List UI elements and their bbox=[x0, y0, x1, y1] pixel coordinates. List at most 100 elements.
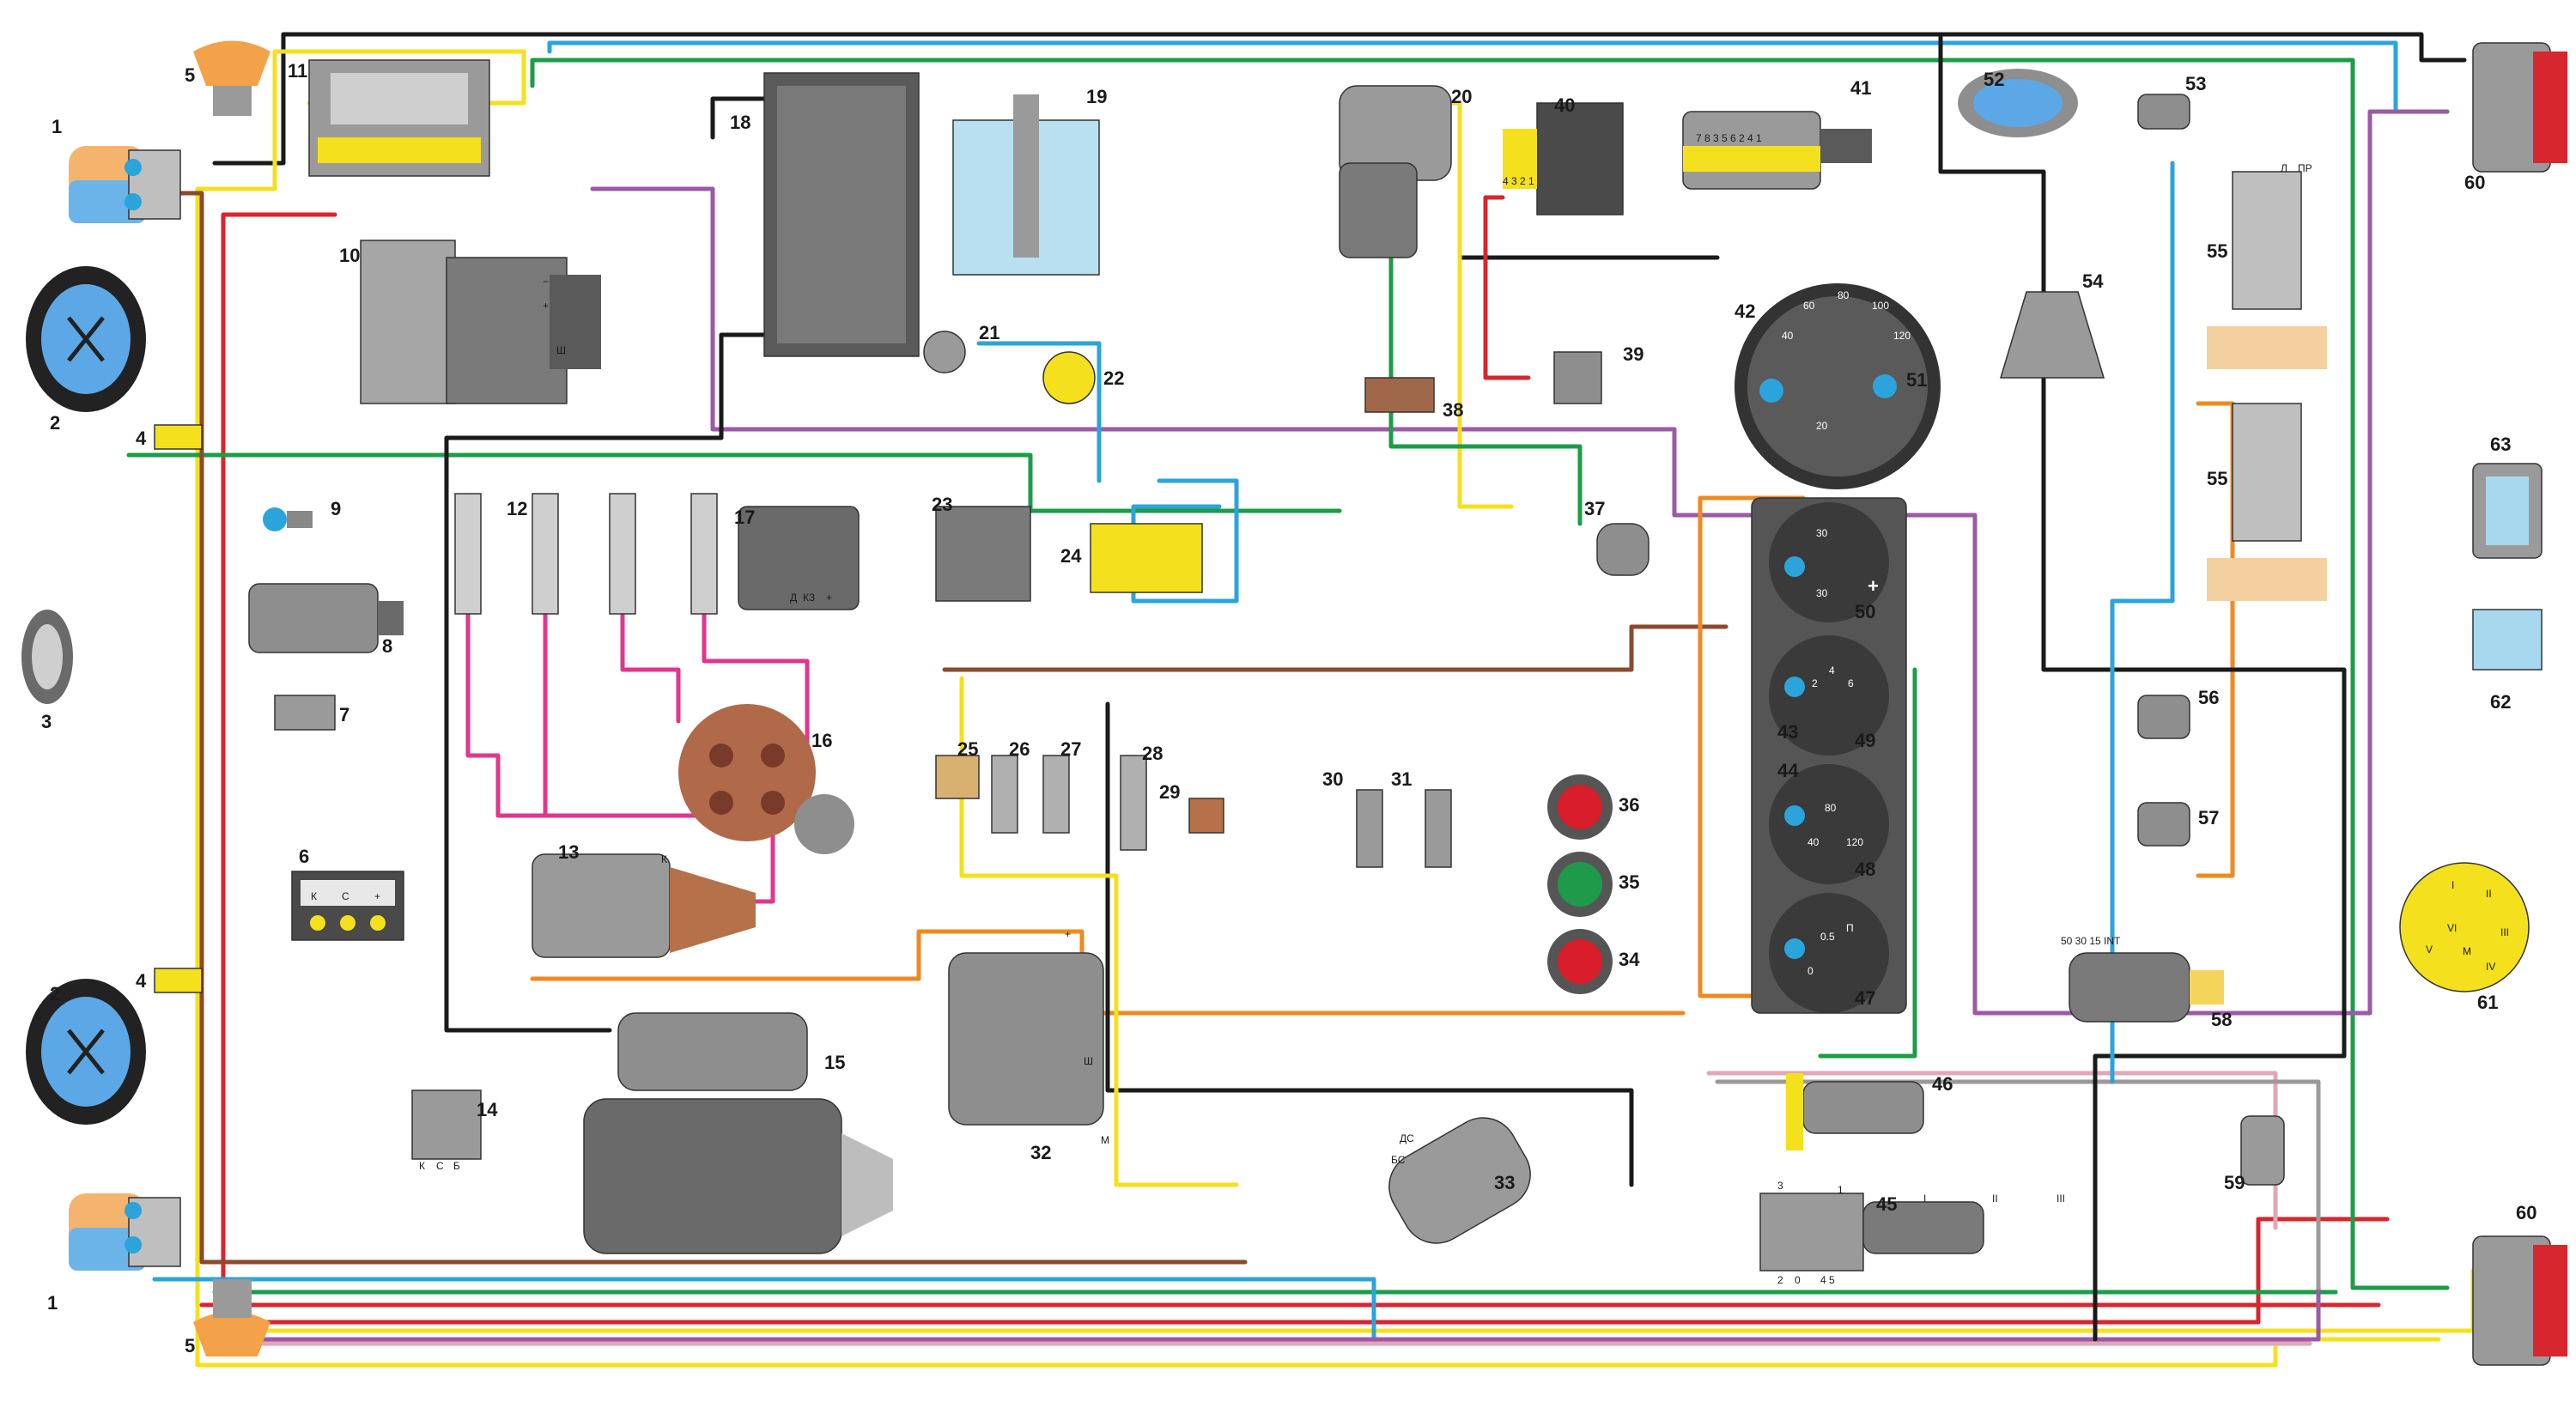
instrument-cluster bbox=[1751, 497, 1907, 1014]
label-5-top: 5 bbox=[185, 64, 195, 86]
ignition-switch-connector bbox=[2399, 862, 2530, 992]
reverse-light-switch bbox=[2240, 1115, 2285, 1186]
component-number-labels: 1 1 2 2 3 4 4 5 5 6 7 8 9 10 11 12 13 14… bbox=[41, 60, 2537, 1356]
rear-lamp-bottom bbox=[2472, 1235, 2567, 1366]
t45-III: III bbox=[2057, 1193, 2065, 1205]
fuel-level-sender-bottom bbox=[2207, 403, 2327, 601]
label-36: 36 bbox=[1619, 794, 1639, 816]
label-2-top: 2 bbox=[50, 412, 60, 434]
headlamp-top bbox=[26, 266, 146, 412]
g42-t5: 20 bbox=[1816, 420, 1828, 432]
label-32: 32 bbox=[1030, 1142, 1051, 1163]
alternator bbox=[360, 240, 601, 404]
rear-lamp-top bbox=[2472, 42, 2567, 173]
t6-plus: + bbox=[374, 890, 380, 902]
t10-minus: − bbox=[543, 276, 549, 288]
label-16: 16 bbox=[811, 730, 832, 751]
t10-plus: + bbox=[543, 300, 549, 312]
label-21: 21 bbox=[979, 322, 999, 343]
t45-3: 3 bbox=[1777, 1180, 1783, 1192]
label-23: 23 bbox=[932, 494, 952, 515]
label-30: 30 bbox=[1322, 768, 1343, 790]
g50-t0: 30 bbox=[1816, 527, 1828, 539]
label-38: 38 bbox=[1443, 399, 1463, 421]
g47-t2: П bbox=[1846, 922, 1854, 934]
g49-t1: 4 bbox=[1829, 665, 1835, 677]
label-56: 56 bbox=[2198, 687, 2219, 708]
label-29: 29 bbox=[1159, 781, 1180, 803]
heater-fan-switch bbox=[1042, 351, 1096, 404]
t45-I: I bbox=[1923, 1193, 1926, 1205]
t45-2: 2 bbox=[1777, 1274, 1783, 1286]
g42-t0: 40 bbox=[1782, 330, 1794, 342]
t61-M: M bbox=[2463, 945, 2471, 957]
fuel-level-sender-top bbox=[2207, 171, 2327, 369]
licence-plate-lamp bbox=[2472, 609, 2543, 671]
connector-block-bottom bbox=[154, 968, 203, 993]
hazard-switch bbox=[1786, 1073, 1924, 1150]
horn-button bbox=[1596, 523, 1649, 576]
label-13: 13 bbox=[558, 841, 579, 863]
side-repeater-top bbox=[193, 40, 270, 116]
t45-II: II bbox=[1992, 1193, 1998, 1205]
front-turn-indicator-bottom bbox=[69, 1193, 181, 1271]
main-light-switch bbox=[1759, 1193, 1984, 1272]
indicator-lamp-35 bbox=[1547, 852, 1613, 917]
wiper-relay bbox=[1503, 102, 1624, 215]
label-44: 44 bbox=[1777, 760, 1799, 781]
g42-t2: 80 bbox=[1838, 289, 1850, 301]
interior-lamp bbox=[1958, 69, 2078, 137]
starter-motor bbox=[583, 1012, 893, 1254]
t14-k: К bbox=[419, 1160, 425, 1172]
label-31: 31 bbox=[1391, 768, 1412, 790]
label-10: 10 bbox=[339, 245, 360, 266]
label-57: 57 bbox=[2198, 807, 2219, 828]
g50-t1: 30 bbox=[1816, 587, 1828, 599]
underhood-lamp bbox=[263, 507, 313, 531]
brake-warning-switch bbox=[1425, 789, 1452, 868]
label-47: 47 bbox=[1855, 987, 1875, 1009]
label-12: 12 bbox=[507, 498, 527, 519]
t45-1: 1 bbox=[1838, 1184, 1844, 1196]
label-59: 59 bbox=[2224, 1172, 2245, 1193]
reverse-lamp-switch bbox=[1364, 377, 1435, 413]
front-turn-indicator-top bbox=[69, 146, 181, 223]
label-14: 14 bbox=[477, 1099, 498, 1120]
label-27: 27 bbox=[1060, 738, 1081, 760]
t6-c: С bbox=[342, 890, 349, 902]
g42-t4: 120 bbox=[1893, 330, 1911, 342]
label-8: 8 bbox=[382, 635, 392, 657]
label-18: 18 bbox=[730, 112, 750, 133]
g49-t0: 2 bbox=[1812, 677, 1818, 689]
starter-relay bbox=[411, 1089, 482, 1160]
gauge-labels: 40 60 80 100 120 20 30 30 + 2 4 6 40 80 … bbox=[1782, 289, 1911, 977]
label-28: 28 bbox=[1142, 743, 1163, 764]
g49-t2: 6 bbox=[1848, 677, 1854, 689]
label-50: 50 bbox=[1855, 601, 1875, 622]
label-15: 15 bbox=[824, 1052, 845, 1073]
label-34: 34 bbox=[1619, 949, 1640, 970]
label-6: 6 bbox=[299, 846, 309, 867]
t55-pr: ПР bbox=[2298, 162, 2312, 174]
g47-t0: 0 bbox=[1807, 965, 1814, 977]
headlamp-bottom bbox=[26, 979, 146, 1125]
label-54: 54 bbox=[2082, 270, 2104, 292]
label-62: 62 bbox=[2490, 691, 2511, 713]
fuel-sensor bbox=[923, 331, 966, 373]
heater-motor-control bbox=[948, 952, 1104, 1126]
t6-k: К bbox=[311, 890, 317, 902]
t61-V: V bbox=[2426, 944, 2433, 956]
rear-fog-lamp bbox=[2472, 463, 2543, 559]
t33-bs: БС bbox=[1391, 1154, 1406, 1166]
label-39: 39 bbox=[1623, 343, 1643, 365]
indicator-lamp-36 bbox=[1547, 774, 1613, 840]
oil-pressure-warning-sender bbox=[1120, 755, 1147, 851]
coolant-temp-sender-b bbox=[1042, 755, 1070, 834]
label-3: 3 bbox=[41, 711, 52, 732]
fan-motor bbox=[248, 583, 404, 653]
label-9: 9 bbox=[331, 498, 341, 519]
label-22: 22 bbox=[1103, 367, 1124, 389]
label-53: 53 bbox=[2185, 73, 2206, 94]
g48-t1: 80 bbox=[1825, 802, 1837, 814]
